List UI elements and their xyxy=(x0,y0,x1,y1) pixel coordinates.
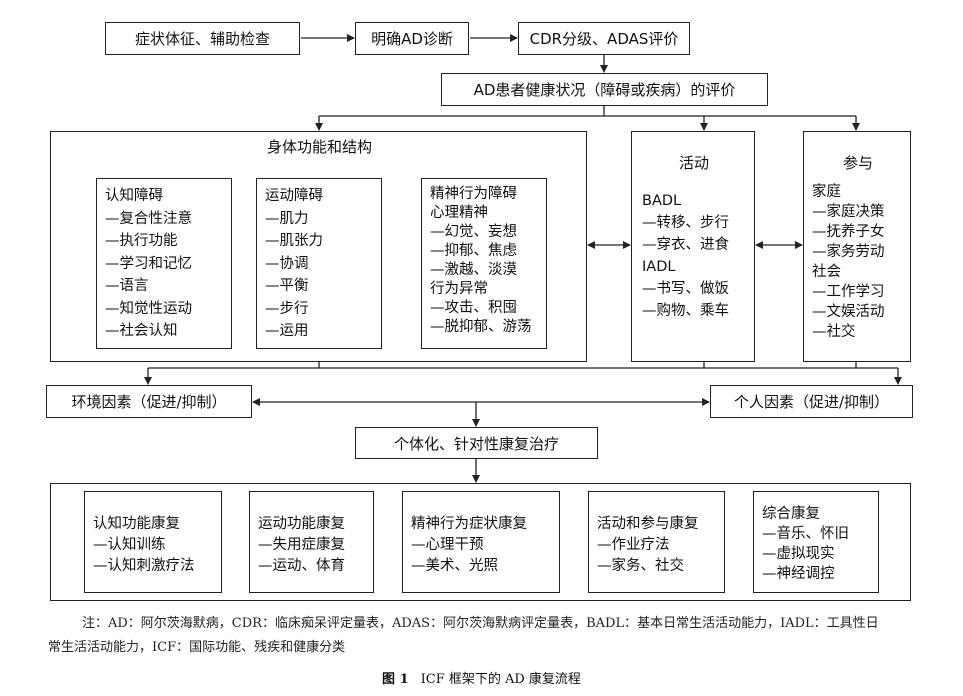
rehab-line: —运动、体育 xyxy=(258,558,345,574)
rehab-line: —认知刺激疗法 xyxy=(93,558,195,574)
psych-line: —抑郁、焦虑 xyxy=(430,243,517,259)
rehab-activity-box: 活动和参与康复 —作业疗法 —家务、社交 xyxy=(588,491,725,593)
motor-line: —协调 xyxy=(265,255,309,272)
cognitive-line: —复合性注意 xyxy=(105,210,192,227)
participation-line: —工作学习 xyxy=(812,284,885,300)
cognitive-line: 认知障碍 xyxy=(105,188,163,204)
rehab-line: —认知训练 xyxy=(93,537,166,553)
psych-box: 精神行为障碍 心理精神 —幻觉、妄想 —抑郁、焦虑 —激越、淡漠 行为异常 —攻… xyxy=(421,178,547,349)
rehab-cognitive-box: 认知功能康复 —认知训练 —认知刺激疗法 xyxy=(84,491,222,593)
cognitive-line: —学习和记忆 xyxy=(105,255,192,272)
footnote-line-2: 常生活活动能力，ICF：国际功能、残疾和健康分类 xyxy=(48,640,346,655)
participation-line: 家庭 xyxy=(812,184,841,200)
figure-title: ICF 框架下的 AD 康复流程 xyxy=(420,672,581,687)
rehab-motor-box: 运动功能康复 —失用症康复 —运动、体育 xyxy=(249,491,374,593)
psych-line: —幻觉、妄想 xyxy=(430,224,517,240)
individualized-label: 个体化、针对性康复治疗 xyxy=(393,434,559,453)
rehab-line: —失用症康复 xyxy=(258,537,345,553)
rehab-line: —家务、社交 xyxy=(597,558,684,574)
cognitive-line: —知觉性运动 xyxy=(105,300,192,317)
motor-line: —肌张力 xyxy=(265,233,323,249)
motor-line: —平衡 xyxy=(265,278,309,294)
participation-line: —家务劳动 xyxy=(812,244,885,260)
assessment-box: AD患者健康状况（障碍或疾病）的评价 xyxy=(441,73,768,106)
diagnosis-label: 明确AD诊断 xyxy=(371,30,453,48)
rehab-psych-box: 精神行为症状康复 —心理干预 —美术、光照 xyxy=(402,491,560,593)
figure-caption: 图 1 ICF 框架下的 AD 康复流程 xyxy=(0,668,963,687)
participation-box: 参与 家庭 —家庭决策 —抚养子女 —家务劳动 社会 —工作学习 —文娱活动 —… xyxy=(803,131,911,362)
body-function-title: 身体功能和结构 xyxy=(266,138,372,156)
motor-line: 运动障碍 xyxy=(265,188,323,204)
psych-line: —激越、淡漠 xyxy=(430,262,517,278)
activity-line: —书写、做饭 xyxy=(642,281,729,297)
motor-box: 运动障碍 —肌力 —肌张力 —协调 —平衡 —步行 —运用 xyxy=(256,178,382,349)
activity-title: 活动 xyxy=(678,154,709,172)
symptom-exam-box: 症状体征、辅助检查 xyxy=(105,22,300,55)
activity-line: IADL xyxy=(642,259,676,275)
rehab-line: 综合康复 xyxy=(762,506,820,522)
rehab-line: —美术、光照 xyxy=(411,558,498,574)
psych-line: —攻击、积囤 xyxy=(430,300,517,316)
cdr-adas-box: CDR分级、ADAS评价 xyxy=(518,22,690,55)
rehab-line: 认知功能康复 xyxy=(93,516,180,532)
psych-line: 心理精神 xyxy=(430,205,488,221)
rehab-line: 运动功能康复 xyxy=(258,516,345,532)
activity-line: BADL xyxy=(642,193,682,209)
footnote-line-1: 注：AD：阿尔茨海默病，CDR：临床痴呆评定量表，ADAS：阿尔茨海默病评定量表… xyxy=(82,616,879,631)
rehab-line: —虚拟现实 xyxy=(762,546,835,562)
rehab-line: —神经调控 xyxy=(762,566,835,582)
individualized-box: 个体化、针对性康复治疗 xyxy=(355,427,598,459)
cdr-adas-label: CDR分级、ADAS评价 xyxy=(529,30,679,48)
activity-line: —购物、乘车 xyxy=(642,303,729,319)
participation-line: —文娱活动 xyxy=(812,304,885,320)
rehab-line: 精神行为症状康复 xyxy=(411,516,527,532)
participation-title: 参与 xyxy=(842,154,873,172)
participation-line: 社会 xyxy=(812,264,841,280)
personal-factor-label: 个人因素（促进/抑制） xyxy=(733,393,890,411)
rehab-line: 活动和参与康复 xyxy=(597,516,699,532)
cognitive-line: —社会认知 xyxy=(105,323,178,339)
motor-line: —肌力 xyxy=(265,210,309,227)
symptom-exam-label: 症状体征、辅助检查 xyxy=(134,30,270,48)
participation-line: —抚养子女 xyxy=(812,224,885,240)
cognitive-line: —语言 xyxy=(105,278,149,294)
assessment-label: AD患者健康状况（障碍或疾病）的评价 xyxy=(473,81,736,99)
psych-line: 行为异常 xyxy=(430,281,488,297)
personal-factor-box: 个人因素（促进/抑制） xyxy=(710,385,913,418)
psych-line: 精神行为障碍 xyxy=(430,186,517,202)
activity-line: —穿衣、进食 xyxy=(642,237,729,253)
figure-number: 图 1 xyxy=(382,672,409,687)
cognitive-box: 认知障碍 —复合性注意 —执行功能 —学习和记忆 —语言 —知觉性运动 —社会认… xyxy=(96,178,232,349)
env-factor-box: 环境因素（促进/抑制） xyxy=(46,385,252,418)
cognitive-line: —执行功能 xyxy=(105,233,178,249)
rehab-line: —作业疗法 xyxy=(597,537,670,553)
psych-line: —脱抑郁、游荡 xyxy=(430,319,532,335)
activity-box: 活动 BADL —转移、步行 —穿衣、进食 IADL —书写、做饭 —购物、乘车 xyxy=(631,131,755,362)
motor-line: —运用 xyxy=(265,323,309,339)
motor-line: —步行 xyxy=(265,300,309,317)
rehab-comprehensive-box: 综合康复 —音乐、怀旧 —虚拟现实 —神经调控 xyxy=(753,491,879,593)
participation-line: —社交 xyxy=(812,324,856,340)
activity-line: —转移、步行 xyxy=(642,215,729,231)
rehab-line: —心理干预 xyxy=(411,537,484,553)
diagnosis-box: 明确AD诊断 xyxy=(355,22,469,55)
rehab-line: —音乐、怀旧 xyxy=(762,526,849,542)
participation-line: —家庭决策 xyxy=(812,204,885,220)
env-factor-label: 环境因素（促进/抑制） xyxy=(71,393,227,411)
